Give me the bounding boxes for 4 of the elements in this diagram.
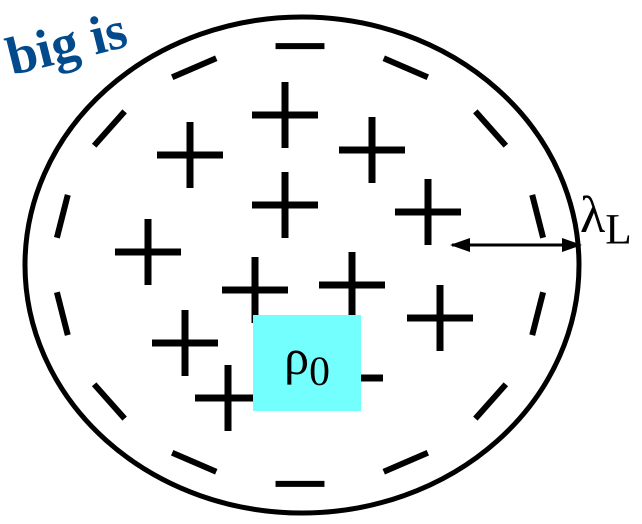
penetration-depth-label: λ$_{L}$ bbox=[580, 190, 632, 252]
heading-fragment: big is bbox=[0, 2, 132, 84]
charge-density-box bbox=[253, 315, 361, 411]
density-label: ρ$_{0}$ bbox=[284, 332, 330, 394]
